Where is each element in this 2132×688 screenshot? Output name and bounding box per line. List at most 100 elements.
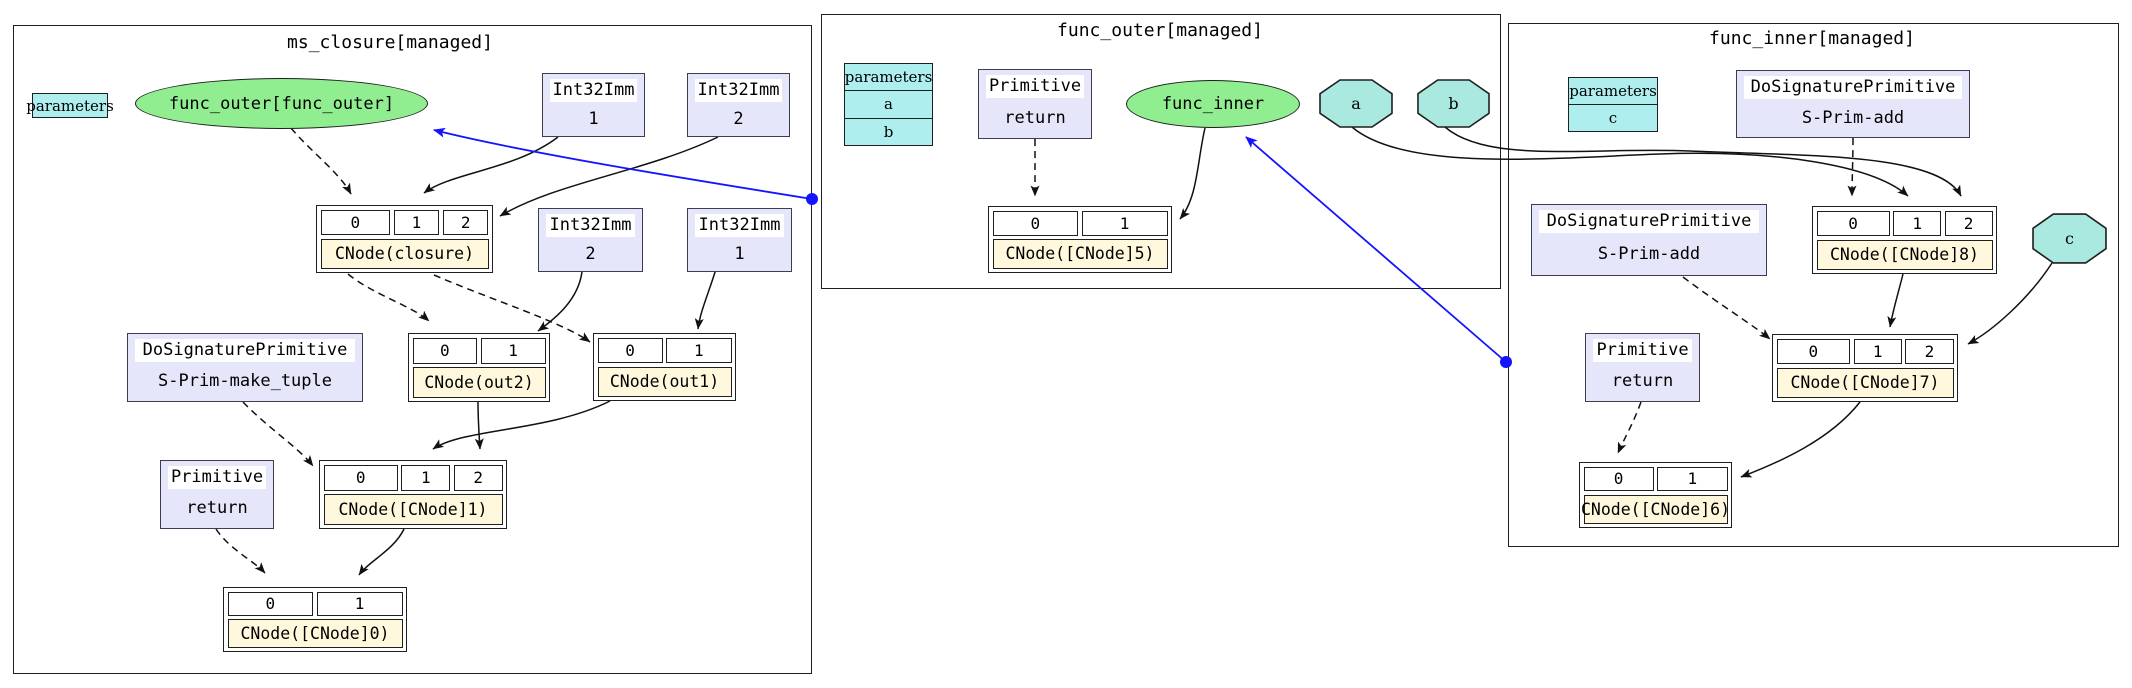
imm-type: Int32Imm: [546, 214, 635, 237]
port-2: 2: [453, 464, 503, 491]
imm-2-top: Int32Imm 2: [687, 73, 790, 137]
port-1: 1: [1657, 466, 1728, 492]
cluster-title-ms-closure: ms_closure[managed]: [287, 32, 493, 53]
cluster-title-func-inner: func_inner[managed]: [1709, 28, 1915, 49]
imm-type: Int32Imm: [695, 79, 782, 102]
port-2: 2: [1905, 338, 1954, 365]
return-primitive-ms: Primitive return: [160, 460, 274, 529]
octagon-param-c: c: [2032, 213, 2107, 264]
make-tuple-primitive: DoSignaturePrimitive S-Prim-make_tuple: [127, 333, 363, 402]
port-0: 0: [1816, 210, 1890, 237]
edge-a-to-cnode8-p1: [1351, 126, 1909, 197]
imm-value: 2: [733, 108, 744, 129]
cluster-title-func-outer: func_outer[managed]: [1057, 20, 1263, 41]
edge-return-to-cnode0-p0: [215, 528, 266, 574]
primitive-name: S-Prim-add: [1597, 243, 1701, 264]
cnode-6: 0 1 CNode([CNode]6): [1579, 462, 1732, 528]
imm-type: Int32Imm: [550, 79, 637, 102]
port-0: 0: [323, 464, 398, 491]
primitive-type: Primitive: [1593, 339, 1692, 362]
port-2: 2: [1944, 210, 1993, 237]
add-primitive-top: DoSignaturePrimitive S-Prim-add: [1736, 70, 1970, 138]
cnode-label: CNode([CNode]5): [992, 239, 1168, 269]
primitive-name: return: [1611, 371, 1674, 392]
cnode-7: 0 1 2 CNode([CNode]7): [1772, 334, 1958, 402]
parameter-c: c: [1569, 104, 1657, 131]
func-outer-ellipse-node: func_outer[func_outer]: [135, 78, 428, 129]
cnode-label: CNode(out1): [597, 366, 732, 397]
edge-maketuple-to-cnode1-p0: [242, 401, 314, 467]
octagon-param-b: b: [1417, 79, 1490, 128]
port-0: 0: [597, 337, 663, 364]
port-0: 0: [1583, 466, 1654, 492]
primitive-type: Primitive: [168, 466, 266, 489]
octagon-label: c: [2065, 229, 2074, 248]
cnode-label: CNode([CNode]1): [323, 494, 503, 525]
octagon-label: b: [1448, 94, 1459, 113]
octagon-shape: [2032, 213, 2107, 264]
port-1: 1: [480, 337, 546, 364]
ref-dot-func-inner: [1500, 356, 1512, 368]
cnode-8: 0 1 2 CNode([CNode]8): [1812, 206, 1997, 274]
cnode-label: CNode([CNode]8): [1816, 239, 1993, 270]
edge-out1-to-cnode1-p1: [432, 400, 611, 450]
func-inner-parameters: parameters c: [1568, 77, 1658, 132]
edge-imm2b-to-out2-p1: [537, 271, 583, 332]
port-1: 1: [401, 464, 451, 491]
octagon-param-a: a: [1319, 79, 1393, 128]
edge-closure-to-out1-p0: [433, 274, 591, 343]
edge-c-to-cnode7-p2: [1967, 262, 2053, 345]
parameter-a: a: [845, 90, 932, 117]
primitive-type: DoSignaturePrimitive: [1539, 210, 1759, 233]
cnode-label: CNode([CNode]7): [1776, 367, 1954, 398]
port-1: 1: [393, 209, 440, 236]
edge-cnode7-to-cnode6-p1: [1740, 401, 1861, 478]
func-inner-ellipse-node: func_inner: [1126, 80, 1300, 128]
primitive-type: DoSignaturePrimitive: [1744, 76, 1962, 99]
cnode-label: CNode([CNode]6): [1581, 494, 1730, 524]
octagon-shape: [1319, 79, 1393, 128]
edge-addleft-to-cnode7-p0: [1682, 276, 1771, 340]
return-primitive-outer: Primitive return: [978, 69, 1092, 139]
edge-out2-to-cnode1-p2: [474, 401, 484, 450]
port-1: 1: [1081, 210, 1168, 236]
port-0: 0: [992, 210, 1079, 236]
cnode-out1: 0 1 CNode(out1): [593, 333, 736, 401]
edge-imm2-to-closure-p2: [499, 136, 719, 217]
cnode-label: CNode(out2): [412, 367, 546, 398]
func-outer-parameters: parameters a b: [844, 63, 933, 146]
parameters-header: parameters: [26, 96, 114, 115]
port-1: 1: [1853, 338, 1902, 365]
primitive-type: DoSignaturePrimitive: [135, 339, 355, 362]
octagon-shape: [1417, 79, 1490, 128]
cnode-5: 0 1 CNode([CNode]5): [988, 206, 1172, 273]
port-1: 1: [316, 591, 403, 616]
cnode-1: 0 1 2 CNode([CNode]1): [319, 460, 507, 529]
ref-dot-func-outer: [806, 193, 818, 205]
edge-cnode1-to-cnode0-p1: [358, 528, 405, 576]
edge-addtop-to-cnode8-p0: [1847, 137, 1857, 197]
port-1: 1: [1893, 210, 1942, 237]
ms-closure-parameters: parameters: [26, 93, 114, 118]
port-0: 0: [412, 337, 478, 364]
primitive-name: S-Prim-make_tuple: [158, 371, 332, 392]
parameters-header: parameters: [844, 68, 933, 87]
primitive-name: S-Prim-add: [1801, 107, 1905, 128]
imm-value: 1: [734, 243, 745, 264]
cnode-label: CNode(closure): [320, 238, 489, 269]
primitive-type: Primitive: [986, 75, 1084, 98]
port-2: 2: [442, 209, 489, 236]
edge-b-to-cnode8-p2: [1444, 126, 1962, 197]
port-0: 0: [227, 591, 314, 616]
imm-1-mid: Int32Imm 1: [687, 208, 792, 272]
primitive-name: return: [186, 498, 248, 519]
imm-value: 2: [585, 243, 596, 264]
port-1: 1: [666, 337, 732, 364]
imm-value: 1: [588, 108, 599, 129]
edge-ellipse-to-closure-p0: [290, 127, 352, 195]
edge-funcinner-to-cnode5-p1: [1179, 127, 1206, 220]
port-0: 0: [1776, 338, 1851, 365]
edge-funcouter-cluster-ref: [433, 127, 813, 200]
